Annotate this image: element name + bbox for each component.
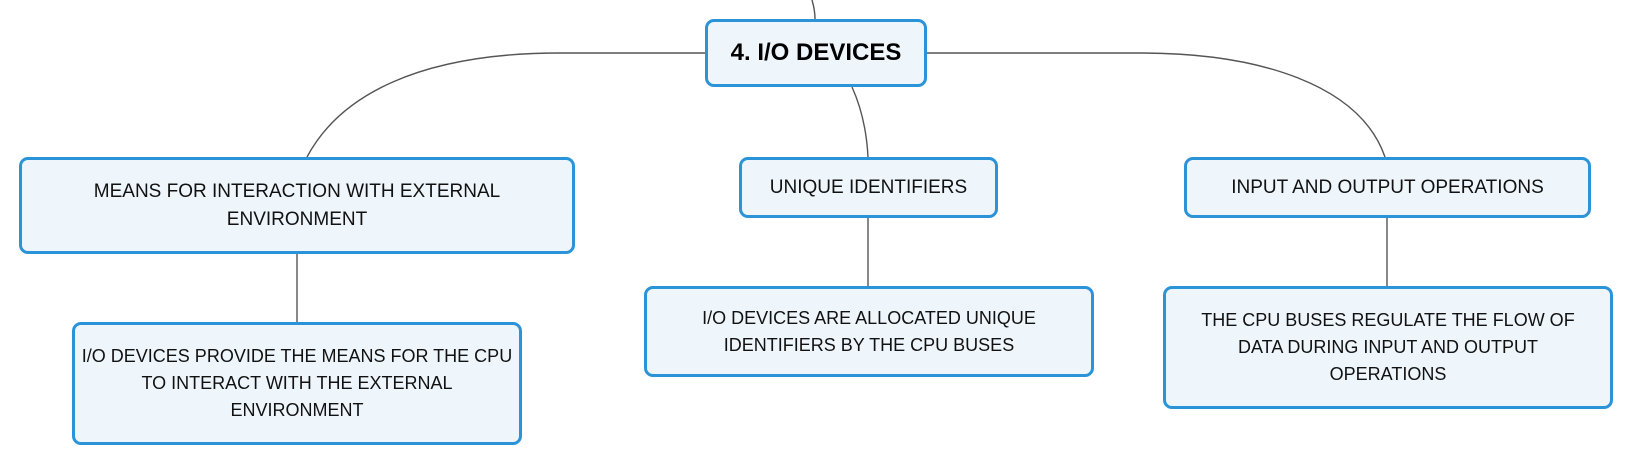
connector-root-to-branch-1 <box>306 52 705 158</box>
connector-root-to-branch-2 <box>851 86 869 158</box>
branch-node-unique-identifiers[interactable]: UNIQUE IDENTIFIERS <box>739 157 998 218</box>
root-node[interactable]: 4. I/O DEVICES <box>705 19 927 87</box>
branch-node-interaction[interactable]: MEANS FOR INTERACTION WITH EXTERNAL ENVI… <box>19 157 575 254</box>
branch-node-label: INPUT AND OUTPUT OPERATIONS <box>1231 176 1544 198</box>
branch-node-label: MEANS FOR INTERACTION WITH EXTERNAL ENVI… <box>93 180 501 230</box>
detail-node-interaction[interactable]: I/O DEVICES PROVIDE THE MEANS FOR THE CP… <box>72 322 522 445</box>
detail-node-text: THE CPU BUSES REGULATE THE FLOW OF DATA … <box>1201 310 1575 384</box>
detail-node-text: I/O DEVICES PROVIDE THE MEANS FOR THE CP… <box>81 346 513 420</box>
branch-node-input-output[interactable]: INPUT AND OUTPUT OPERATIONS <box>1184 157 1591 218</box>
connector-root-to-branch-3 <box>927 52 1386 158</box>
detail-node-unique-identifiers[interactable]: I/O DEVICES ARE ALLOCATED UNIQUE IDENTIF… <box>644 286 1094 377</box>
connector-from-parent <box>811 0 816 20</box>
branch-node-label: UNIQUE IDENTIFIERS <box>769 176 968 198</box>
detail-node-text: I/O DEVICES ARE ALLOCATED UNIQUE IDENTIF… <box>702 307 1036 355</box>
detail-node-input-output[interactable]: THE CPU BUSES REGULATE THE FLOW OF DATA … <box>1163 286 1613 409</box>
root-node-label: 4. I/O DEVICES <box>730 39 902 66</box>
